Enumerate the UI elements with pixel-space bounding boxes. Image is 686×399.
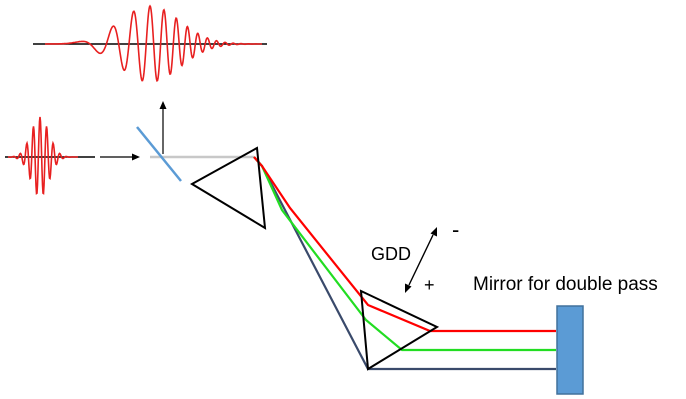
gdd-minus-label: - — [452, 217, 459, 242]
gdd-double-arrow — [405, 227, 437, 293]
output-pulse — [33, 4, 267, 83]
prism-1 — [190, 146, 267, 230]
input-pulse-waveform — [8, 116, 78, 195]
gdd-plus-label: + — [424, 275, 435, 295]
beam-red — [253, 156, 556, 333]
gdd-label: GDD — [371, 244, 411, 264]
beamsplitter — [136, 126, 182, 182]
prism-2 — [359, 289, 440, 371]
input-arrow — [100, 153, 140, 161]
mirror-label: Mirror for double pass — [473, 274, 658, 295]
input-pulse — [5, 116, 95, 195]
output-pulse-waveform — [45, 4, 262, 83]
end-mirror — [556, 305, 584, 395]
output-arrow — [159, 101, 167, 154]
